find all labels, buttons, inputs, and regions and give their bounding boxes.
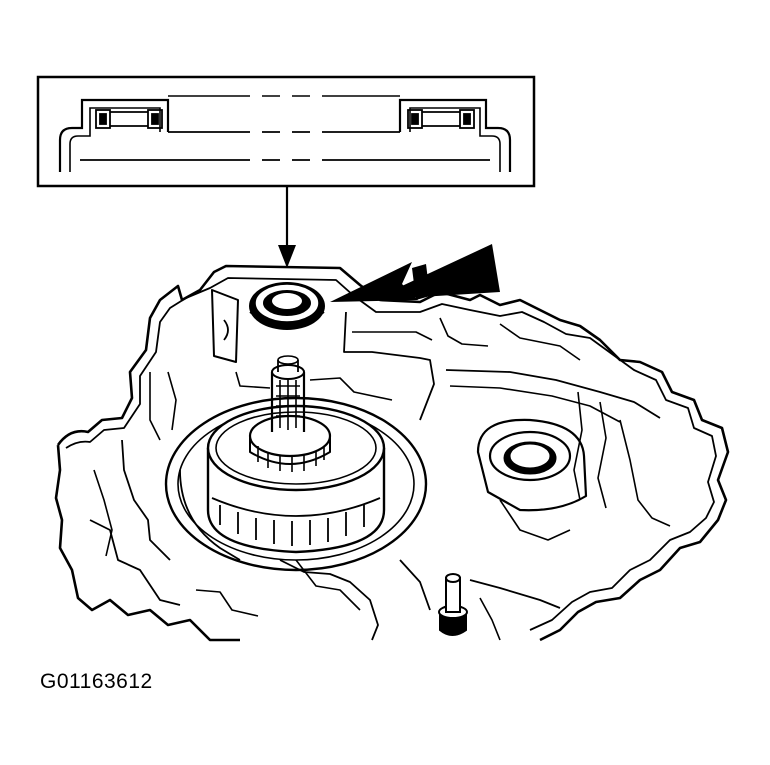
oil-seal-bearing bbox=[249, 282, 325, 330]
arrow-large bbox=[372, 244, 500, 300]
bearing-detail-inset bbox=[36, 75, 536, 188]
inset-pointer-arrow bbox=[278, 186, 296, 268]
differential-gear-assembly bbox=[164, 355, 428, 572]
figure-code: G01163612 bbox=[40, 670, 153, 693]
stud-bolt bbox=[438, 573, 468, 636]
transaxle-case bbox=[54, 264, 730, 642]
inset-frame bbox=[36, 75, 536, 188]
left-bearing-section bbox=[95, 109, 163, 129]
bearing-bore-boss bbox=[476, 418, 588, 541]
housing-profile bbox=[58, 98, 512, 172]
housing-profile-inner bbox=[69, 107, 501, 172]
right-bearing-section bbox=[407, 109, 475, 129]
install-direction-arrows bbox=[330, 244, 500, 302]
